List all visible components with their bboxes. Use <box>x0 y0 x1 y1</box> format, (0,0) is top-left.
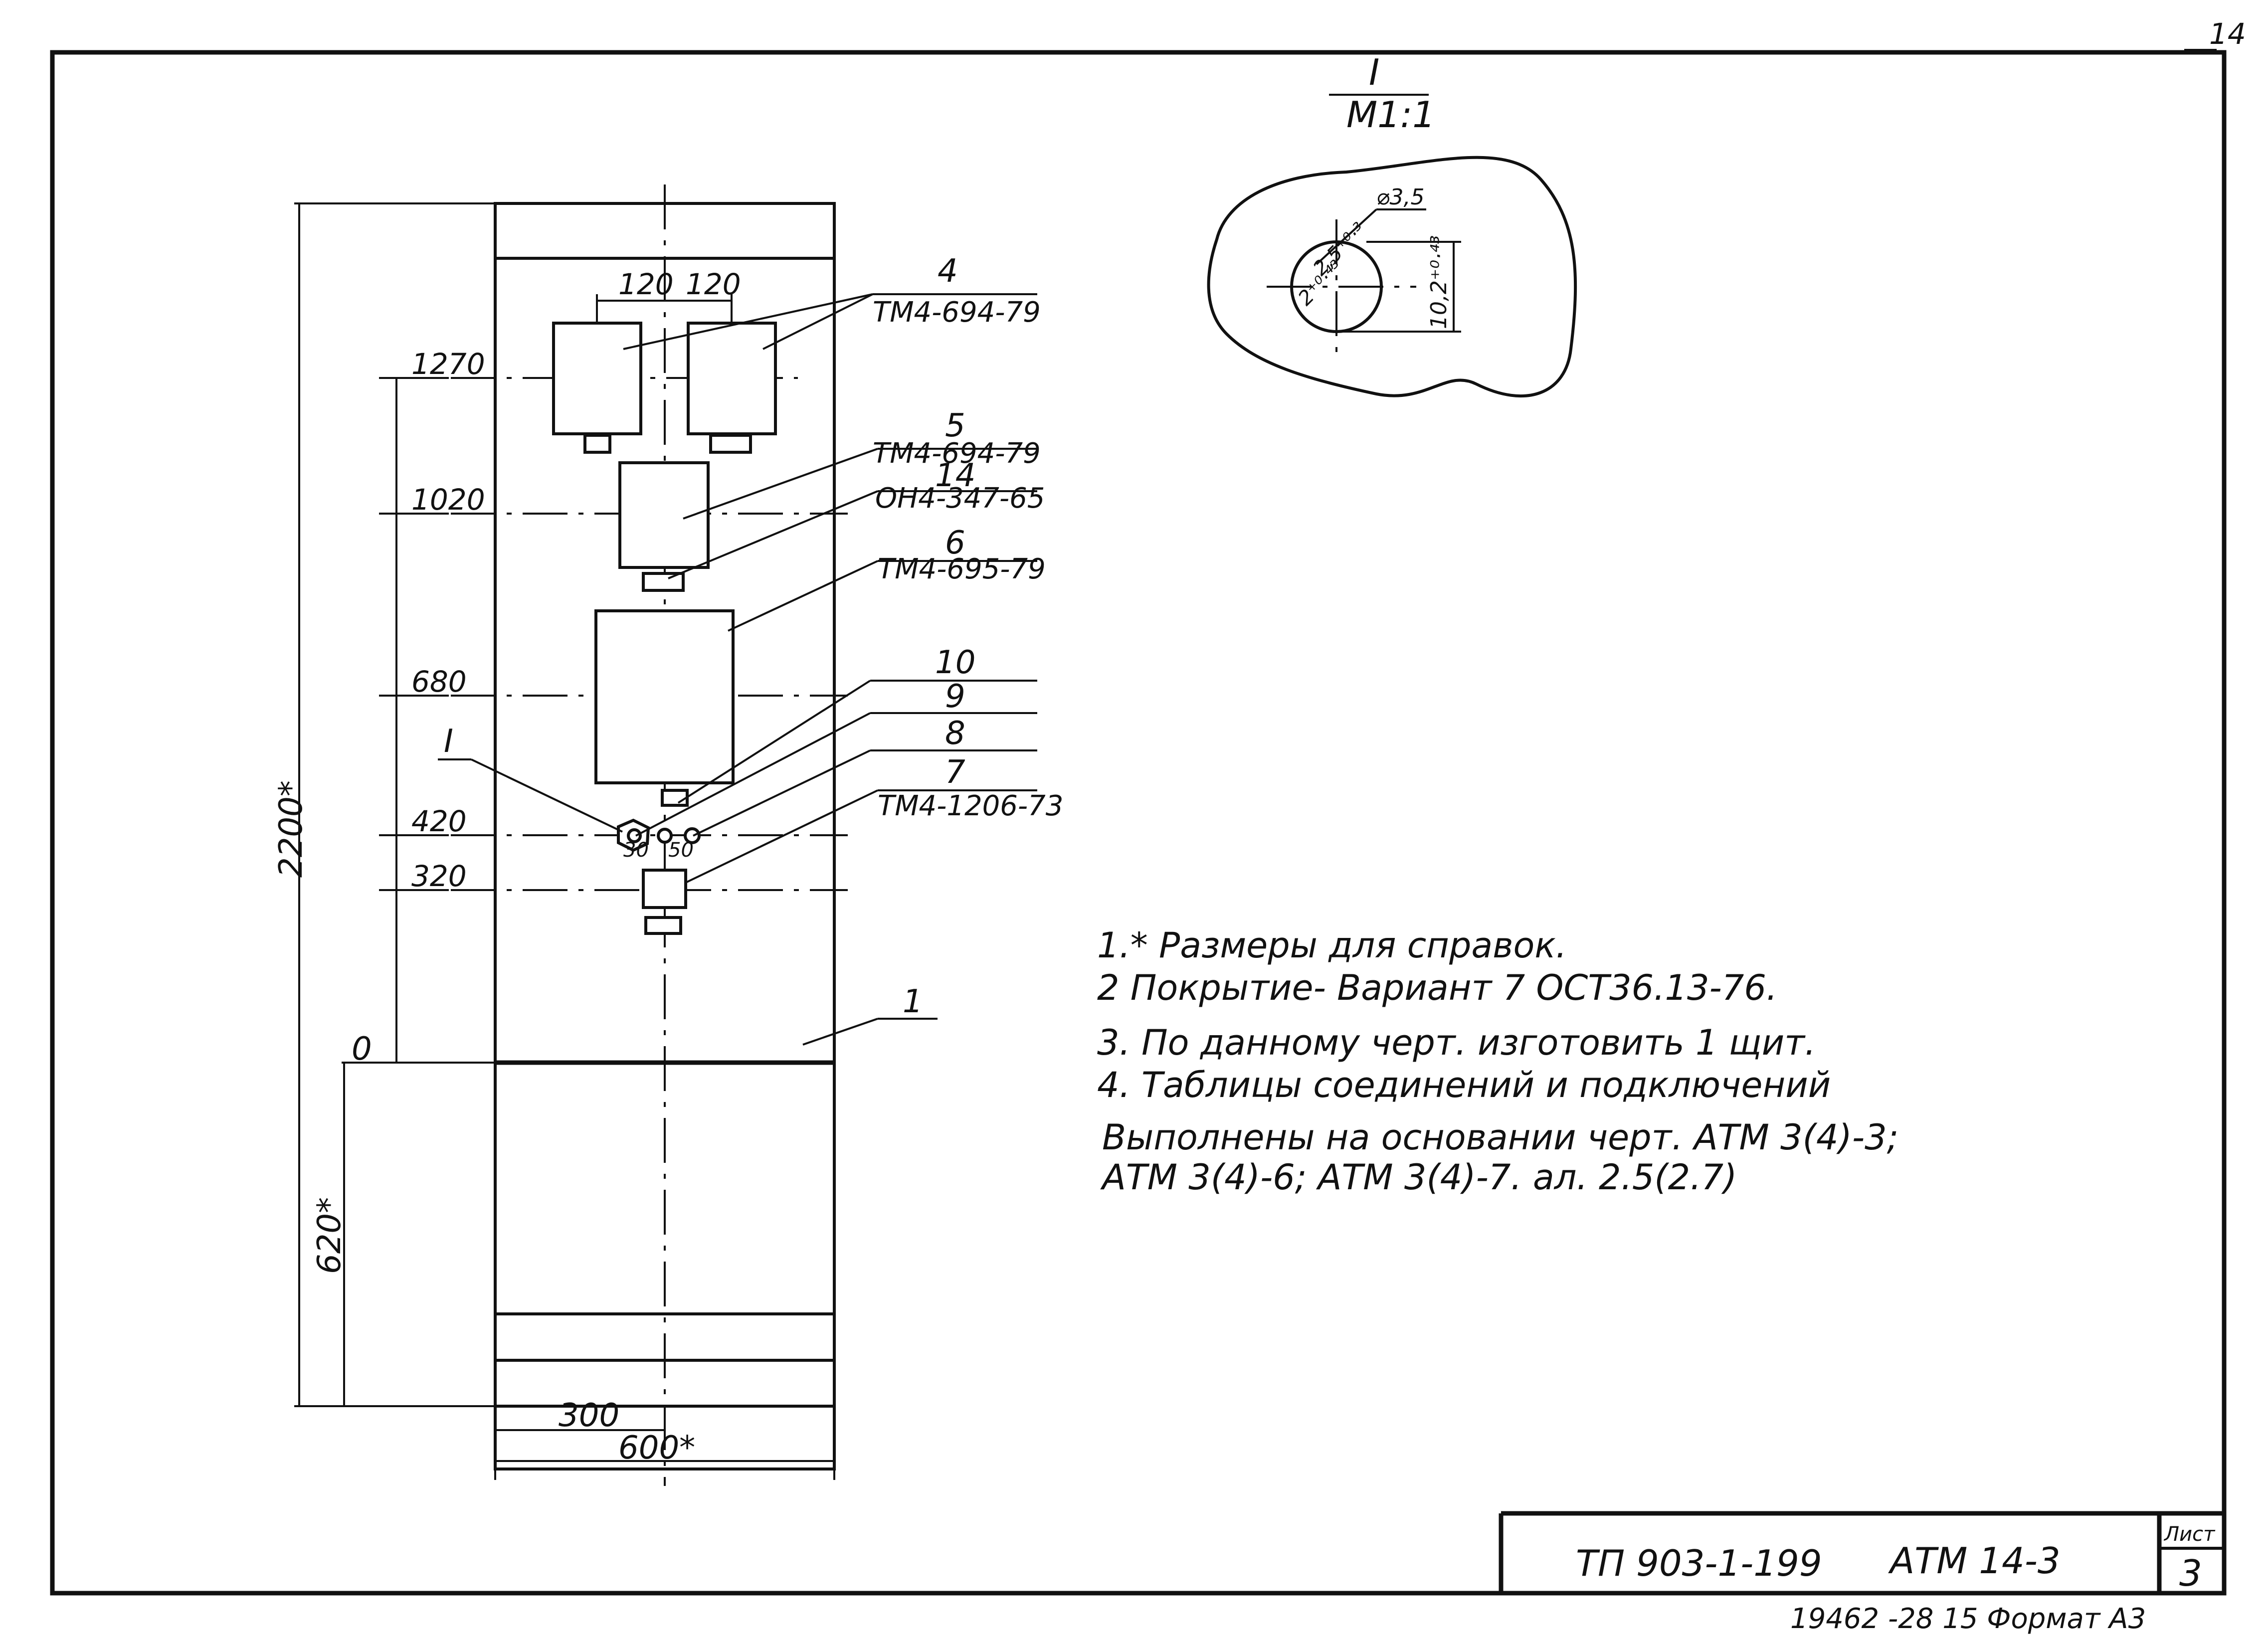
note-4-line-3: АТМ 3(4)-6; АТМ 3(4)-7. ал. 2.5(2.7) <box>1100 1157 1737 1198</box>
list-number: 3 <box>2179 1552 2202 1594</box>
device-8 <box>657 828 673 844</box>
callout-14-number: 14 <box>935 457 975 494</box>
cabinet-drawing <box>379 184 848 1486</box>
level-0: 0 <box>352 1031 372 1068</box>
drawing-number: АТМ 14-3 <box>1888 1540 2061 1582</box>
level-1020: 1020 <box>411 483 485 517</box>
callout-10-number: 10 <box>935 644 975 681</box>
callout-1-number: 1 <box>903 983 923 1020</box>
callout-7-number: 7 <box>945 754 965 791</box>
device-14-plate <box>642 572 685 592</box>
list-label: Лист <box>2163 1523 2216 1546</box>
callout-6-code: ТМ4-695-79 <box>878 553 1046 585</box>
level-420: 420 <box>411 804 467 838</box>
leader-8 <box>693 749 871 837</box>
callout-4-number: 4 <box>938 253 958 290</box>
device-4-left <box>552 322 642 435</box>
detail-ref-label: I <box>444 723 453 760</box>
detail-break-outline <box>1207 156 1577 397</box>
note-1: 1.* Размеры для справок. <box>1097 925 1567 966</box>
device-4-right <box>687 322 777 435</box>
detail-ref-leader <box>471 758 623 833</box>
leader-5 <box>683 448 878 520</box>
leader-1 <box>802 1018 878 1046</box>
detail-dim-vertical: 10,2⁺⁰·⁴³ <box>1426 235 1452 329</box>
page-corner-number: 14 <box>2209 17 2246 51</box>
format-line: 19462 -28 15 Формат А3 <box>1790 1603 2146 1635</box>
callout-9-number: 9 <box>945 678 965 715</box>
dim-120-left: 120 <box>618 267 674 301</box>
leader-4a <box>623 293 873 350</box>
detail-view: I M1:1 ⌀3,5 10,2⁺⁰·⁴³ 2,5⁺⁰·³ 2⁺⁰·⁴³ <box>1207 51 1577 397</box>
leader-14 <box>668 490 878 579</box>
notes-block: 1.* Размеры для справок. 2 Покрытие- Вар… <box>1097 925 1898 1198</box>
note-4-line-2: Выполнены на основании черт. АТМ 3(4)-3; <box>1102 1117 1898 1158</box>
device-4-left-plate <box>583 434 611 454</box>
dim-2200: 2200* <box>273 780 310 878</box>
callout-6-number: 6 <box>945 525 965 561</box>
dimension-set: 2200* 620* 1270 1020 680 420 320 0 120 1… <box>273 202 835 1480</box>
level-1270: 1270 <box>411 347 485 381</box>
device-4-right-plate <box>709 434 752 454</box>
dim-50: 50 <box>668 839 694 862</box>
device-6 <box>594 609 735 784</box>
detail-label: I <box>1369 51 1379 93</box>
dim-300: 300 <box>559 1397 619 1434</box>
dim-120-right: 120 <box>686 267 741 301</box>
callout-5-code: ТМ4-694-79 <box>873 437 1041 470</box>
device-7-plate <box>644 916 682 935</box>
device-6-plate <box>661 789 689 807</box>
device-7 <box>642 869 687 909</box>
leader-10 <box>677 680 871 804</box>
sheet-frame: 14 <box>50 17 2246 1596</box>
detail-dia-leader <box>1316 208 1377 265</box>
callout-5-number: 5 <box>945 407 965 444</box>
leader-9 <box>635 712 871 837</box>
device-9 <box>627 828 642 843</box>
note-3: 3. По данному черт. изготовить 1 щит. <box>1097 1022 1816 1063</box>
detail-diameter: ⌀3,5 <box>1376 184 1424 210</box>
level-320: 320 <box>411 859 467 893</box>
callout-8-number: 8 <box>945 715 965 752</box>
callout-7-code: ТМ4-1206-73 <box>878 790 1063 822</box>
callout-4-code: ТМ4-694-79 <box>873 296 1041 329</box>
note-4: 4. Таблицы соединений и подключений <box>1097 1065 1831 1105</box>
dim-620: 620* <box>311 1197 348 1274</box>
note-2: 2 Покрытие- Вариант 7 ОСТ36.13-76. <box>1097 967 1777 1008</box>
title-block: ТП 903-1-199 АТМ 14-3 Лист 3 19462 -28 1… <box>1499 1511 2224 1635</box>
leader-7 <box>685 789 878 884</box>
leader-6 <box>728 560 878 632</box>
dim-600: 600* <box>618 1430 695 1466</box>
leader-4b <box>762 293 873 350</box>
device-8b <box>684 827 701 844</box>
dim-30: 30 <box>623 839 649 862</box>
callout-14-code: ОН4-347-65 <box>875 482 1045 515</box>
callout-set: 4 ТМ4-694-79 5 ТМ4-694-79 14 ОН4-347-65 … <box>623 253 1063 1046</box>
detail-scale: M1:1 <box>1346 94 1435 136</box>
frame-border <box>50 50 2227 1596</box>
project-number: ТП 903-1-199 <box>1576 1542 1822 1584</box>
level-680: 680 <box>411 665 467 699</box>
